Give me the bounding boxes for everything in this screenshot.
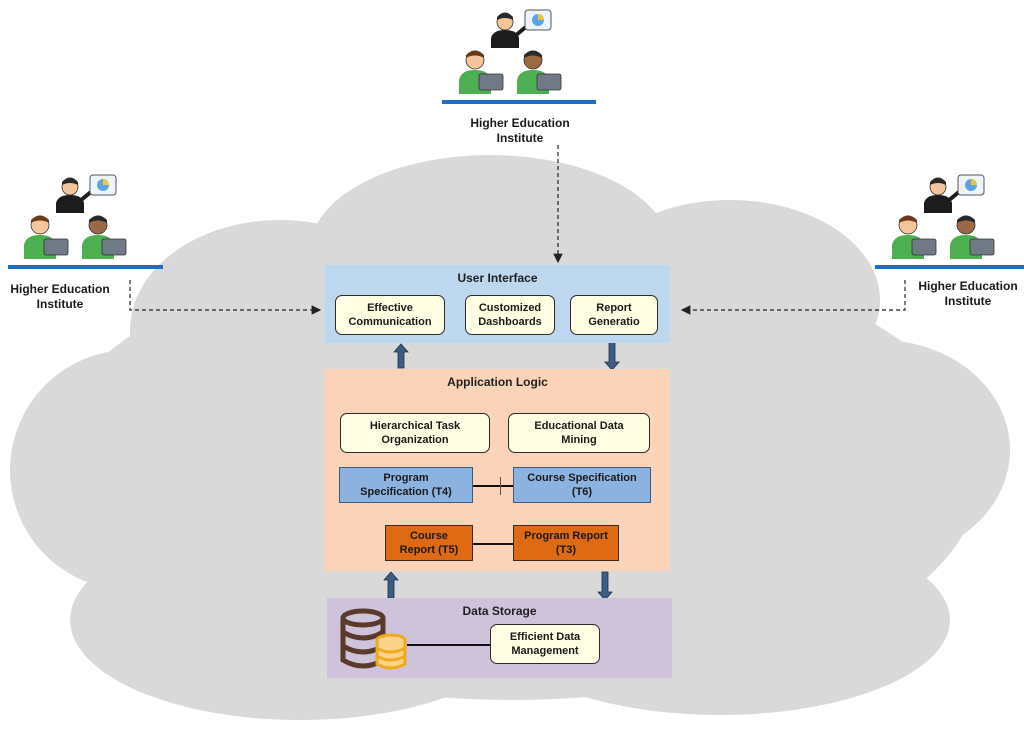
effective-communication-label: Effective Communication bbox=[348, 302, 432, 328]
data-storage-title: Data Storage bbox=[462, 604, 537, 618]
arrow-up-storage-to-logic bbox=[383, 571, 399, 599]
hierarchical-task-box[interactable]: Hierarchical Task Organization bbox=[340, 413, 490, 453]
spec-connector-tick bbox=[500, 477, 501, 495]
spec-connector-line bbox=[473, 485, 515, 487]
application-logic-layer: Application Logic Hierarchical Task Orga… bbox=[325, 369, 670, 571]
arrow-down-ui-to-logic bbox=[604, 339, 620, 371]
program-specification-box[interactable]: Program Specification (T4) bbox=[339, 467, 473, 503]
platform-bar-right bbox=[875, 265, 1024, 269]
report-generation-box[interactable]: Report Generatio bbox=[570, 295, 658, 335]
user-interface-title: User Interface bbox=[457, 271, 538, 285]
presenter-icon bbox=[56, 177, 94, 213]
student-laptop-icon bbox=[459, 50, 504, 94]
course-specification-label: Course Specification (T6) bbox=[527, 472, 637, 498]
user-interface-layer: User Interface Effective Communication C… bbox=[325, 265, 670, 343]
customized-dashboards-box[interactable]: Customized Dashboards bbox=[465, 295, 555, 335]
efficient-data-management-label: Efficient Data Management bbox=[509, 631, 581, 657]
customized-dashboards-label: Customized Dashboards bbox=[478, 302, 542, 328]
data-storage-layer: Data Storage Efficient Data Management bbox=[327, 598, 672, 678]
connector-right bbox=[680, 280, 906, 315]
student-laptop-icon bbox=[82, 215, 127, 259]
institute-group-right bbox=[888, 173, 1018, 265]
database-icon bbox=[340, 608, 407, 670]
hierarchical-task-label: Hierarchical Task Organization bbox=[369, 420, 461, 446]
student-laptop-icon bbox=[892, 215, 937, 259]
arrow-down-logic-to-storage bbox=[597, 571, 613, 601]
connector-left bbox=[129, 280, 322, 315]
educational-data-mining-box[interactable]: Educational Data Mining bbox=[508, 413, 650, 453]
student-laptop-icon bbox=[517, 50, 562, 94]
application-logic-title: Application Logic bbox=[447, 375, 548, 389]
presenter-icon bbox=[491, 12, 529, 48]
platform-bar-left bbox=[8, 265, 163, 269]
course-report-label: Course Report (T5) bbox=[399, 530, 459, 556]
arrow-up-logic-to-ui bbox=[393, 343, 409, 369]
pie-chart-board-icon bbox=[89, 174, 117, 196]
institute-label-left: Higher Education Institute bbox=[10, 282, 110, 311]
student-laptop-icon bbox=[24, 215, 69, 259]
presenter-icon bbox=[924, 177, 962, 213]
storage-connector-line bbox=[407, 644, 490, 646]
pie-chart-board-icon bbox=[524, 9, 552, 31]
institute-label-right: Higher Education Institute bbox=[918, 279, 1018, 308]
efficient-data-management-box[interactable]: Efficient Data Management bbox=[490, 624, 600, 664]
student-laptop-icon bbox=[950, 215, 995, 259]
platform-bar-top bbox=[442, 100, 596, 104]
effective-communication-box[interactable]: Effective Communication bbox=[335, 295, 445, 335]
institute-group-top bbox=[455, 8, 585, 100]
institute-group-left bbox=[20, 173, 150, 265]
course-specification-box[interactable]: Course Specification (T6) bbox=[513, 467, 651, 503]
pie-chart-board-icon bbox=[957, 174, 985, 196]
course-report-box[interactable]: Course Report (T5) bbox=[385, 525, 473, 561]
report-connector-line bbox=[473, 543, 513, 545]
program-report-box[interactable]: Program Report (T3) bbox=[513, 525, 619, 561]
report-generation-label: Report Generatio bbox=[588, 302, 640, 328]
institute-label-top: Higher Education Institute bbox=[470, 116, 570, 145]
educational-data-mining-label: Educational Data Mining bbox=[534, 420, 624, 446]
program-report-label: Program Report (T3) bbox=[524, 530, 608, 556]
program-specification-label: Program Specification (T4) bbox=[360, 472, 452, 498]
